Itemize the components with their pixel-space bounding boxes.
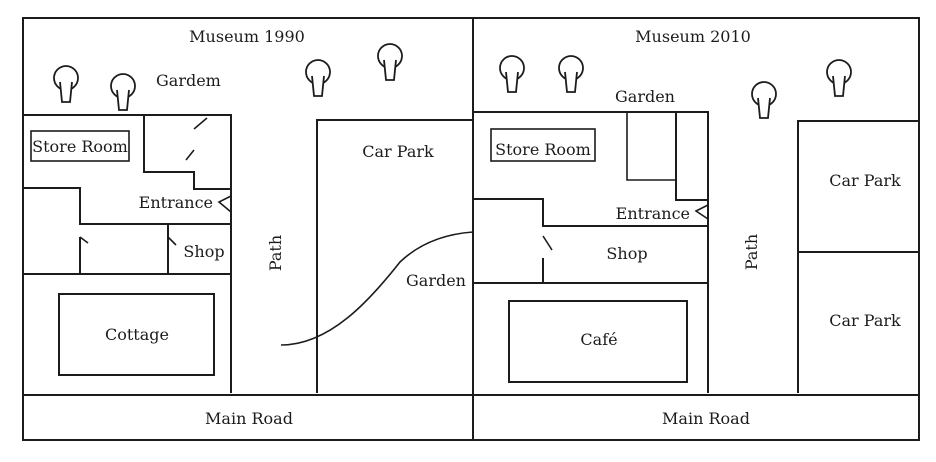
store-room-1990 [30,130,130,162]
entrance-room-2010 [675,112,708,201]
cottage-label-1990: Cottage [105,325,169,344]
store-room-2010 [490,128,596,162]
shop-label-2010: Shop [606,244,647,263]
tree-icon [499,55,525,93]
tree-icon [826,59,852,97]
car-park-label-2010-a: Car Park [829,171,901,190]
car-park-label-2010-b: Car Park [829,311,901,330]
corridor-wall-1990 [23,187,231,225]
garden-curve [280,231,474,346]
path-label-2010: Path [742,234,761,270]
entrance-label-2010: Entrance [616,204,690,223]
tree-icon [305,59,331,97]
shop-doors-1990 [79,236,177,246]
tree-icon [377,43,403,81]
entrance-room-1990 [143,115,231,190]
garden-side-label-1990: Garden [406,271,466,290]
shop-walls-1990 [79,224,169,274]
building-1990 [23,114,232,393]
entrance-label-1990: Entrance [139,193,213,212]
car-park-label-1990: Car Park [362,142,434,161]
shop-door-2010 [542,235,553,251]
store-room-label-1990: Store Room [32,137,128,156]
map-2010-title: Museum 2010 [635,27,751,46]
shop-top-wall-2010 [473,198,708,227]
tree-icon [53,65,79,103]
map-2010-frame [472,17,920,441]
inner-room-2010 [626,112,676,181]
car-park-1990 [316,119,473,393]
map-1990-frame [22,17,474,441]
tree-icon [751,81,777,119]
car-park-2010-outline [797,120,919,393]
cafe-label-2010: Café [580,330,617,349]
main-road-label-1990: Main Road [205,409,293,428]
building-2010 [473,111,709,393]
main-road-label-2010: Main Road [662,409,750,428]
entrance-notch-1990 [217,195,232,213]
cottage-1990 [58,293,215,376]
garden-top-label-1990: Gardem [156,71,221,90]
path-label-1990: Path [266,235,285,271]
entrance-notch-2010 [694,204,709,220]
entrance-door-1990 [185,117,208,161]
tree-icon [558,55,584,93]
map-2010: Museum 2010 Garden Store Room Entrance [473,27,919,428]
garden-top-label-2010: Garden [615,87,675,106]
store-room-label-2010: Store Room [495,140,591,159]
cafe-2010 [508,300,688,383]
map-1990-title: Museum 1990 [189,27,305,46]
map-1990: Museum 1990 Gardem Store Room Entrance [23,27,474,428]
shop-label-1990: Shop [183,242,224,261]
tree-icon [110,73,136,111]
